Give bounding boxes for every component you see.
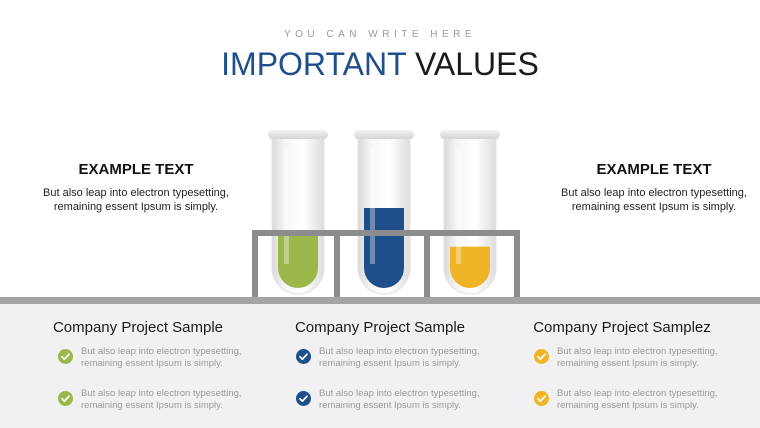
check-icon bbox=[534, 349, 549, 364]
list-item-text: But also leap into electron typesetting,… bbox=[319, 388, 480, 411]
tube-liquid bbox=[278, 230, 318, 288]
title-rest: VALUES bbox=[406, 46, 539, 82]
bottom-panel bbox=[0, 304, 760, 428]
rack bbox=[252, 230, 520, 298]
list-item: But also leap into electron typesetting,… bbox=[18, 346, 258, 376]
test-tube-1 bbox=[268, 130, 328, 295]
list-item-text: But also leap into electron typesetting,… bbox=[81, 346, 242, 369]
tube-rim bbox=[440, 130, 500, 139]
list-item: But also leap into electron typesetting,… bbox=[260, 388, 500, 418]
subtitle: YOU CAN WRITE HERE bbox=[283, 29, 477, 40]
right-heading: EXAMPLE TEXT bbox=[596, 161, 712, 178]
test-tube-rack-illustration bbox=[252, 130, 520, 298]
column-blue: Company Project Sample But also leap int… bbox=[260, 318, 500, 411]
column-heading: Company Project Sample bbox=[52, 319, 224, 336]
tube-shine bbox=[456, 148, 461, 264]
right-body: But also leap into electron typesetting,… bbox=[561, 187, 747, 213]
column-heading: Company Project Sample bbox=[294, 319, 466, 336]
title-highlight: IMPORTANT bbox=[221, 46, 407, 82]
list-item: But also leap into electron typesetting,… bbox=[502, 346, 742, 376]
check-icon bbox=[534, 391, 549, 406]
tube-liquid bbox=[450, 246, 490, 288]
list-item-text: But also leap into electron typesetting,… bbox=[81, 388, 242, 411]
tube-rim bbox=[268, 130, 328, 139]
test-tube-3 bbox=[440, 130, 500, 295]
tube-liquid bbox=[364, 207, 404, 288]
column-yellow: Company Project Samplez But also leap in… bbox=[502, 318, 742, 411]
left-text-block: EXAMPLE TEXT But also leap into electron… bbox=[41, 160, 231, 214]
tube-rim bbox=[354, 130, 414, 139]
list-item-text: But also leap into electron typesetting,… bbox=[557, 346, 718, 369]
shelf-bar bbox=[0, 297, 760, 304]
check-icon bbox=[58, 391, 73, 406]
list-item: But also leap into electron typesetting,… bbox=[18, 388, 258, 418]
page-title: IMPORTANT VALUES bbox=[0, 44, 760, 84]
column-green: Company Project Sample But also leap int… bbox=[18, 318, 258, 411]
left-body: But also leap into electron typesetting,… bbox=[43, 187, 229, 213]
list-item: But also leap into electron typesetting,… bbox=[260, 346, 500, 376]
check-icon bbox=[296, 391, 311, 406]
check-icon bbox=[58, 349, 73, 364]
check-icon bbox=[296, 349, 311, 364]
list-item-text: But also leap into electron typesetting,… bbox=[319, 346, 480, 369]
test-tube-2 bbox=[354, 130, 414, 295]
column-heading: Company Project Samplez bbox=[533, 319, 711, 336]
left-heading: EXAMPLE TEXT bbox=[78, 161, 194, 178]
list-item: But also leap into electron typesetting,… bbox=[502, 388, 742, 418]
tube-shine bbox=[370, 148, 375, 264]
tube-shine bbox=[284, 148, 289, 264]
right-text-block: EXAMPLE TEXT But also leap into electron… bbox=[559, 160, 749, 214]
list-item-text: But also leap into electron typesetting,… bbox=[557, 388, 718, 411]
